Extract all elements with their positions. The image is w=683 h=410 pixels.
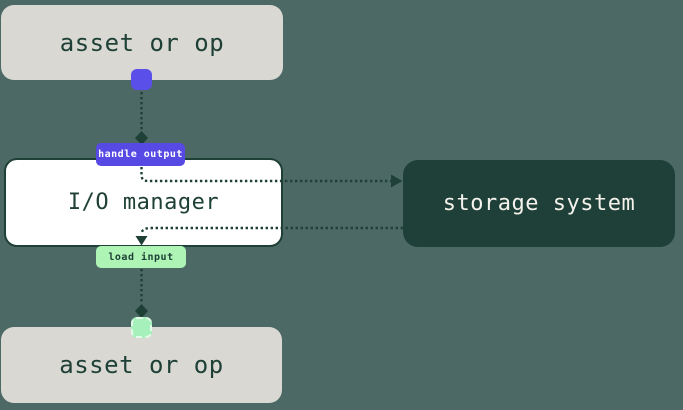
load-input-label: load input [108, 251, 174, 263]
asset-or-op-top-label: asset or op [59, 28, 225, 57]
handle-output-label: handle output [98, 149, 183, 160]
output-port-square [131, 69, 152, 90]
storage-system-node: storage system [403, 160, 675, 247]
handle-output-badge: handle output [96, 143, 185, 166]
diamond-marker-bottom [135, 304, 148, 318]
storage-system-label: storage system [442, 191, 636, 216]
input-port-square [131, 317, 152, 338]
io-manager-label: I/O manager [67, 190, 220, 215]
load-input-badge: load input [96, 246, 186, 268]
asset-or-op-node-bottom: asset or op [1, 327, 282, 403]
arrowhead-right-icon [391, 174, 403, 188]
asset-or-op-node-top: asset or op [1, 5, 283, 80]
io-manager-node: I/O manager [4, 158, 283, 247]
asset-or-op-bottom-label: asset or op [59, 351, 224, 379]
